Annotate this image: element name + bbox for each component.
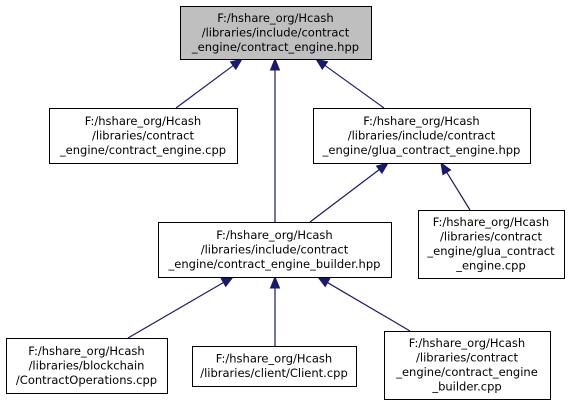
dependency-edge [127,282,224,339]
node-box[interactable] [192,346,357,387]
node-label-line: F:/hshare_org/Hcash [363,114,479,128]
node-label-line: _engine/contract_engine.cpp [59,143,226,157]
file-node[interactable]: F:/hshare_org/Hcash/libraries/blockchain… [6,338,168,394]
node-label-line: F:/hshare_org/Hcash [216,352,332,366]
arrowhead-icon [375,162,390,175]
file-node[interactable]: F:/hshare_org/Hcash/libraries/contract_e… [49,108,238,164]
node-label-line: _engine/contract_engine [395,365,538,379]
dependency-edge [327,282,411,332]
node-label-line: /libraries/include/contract [201,242,349,256]
node-box[interactable] [158,222,392,278]
root-node-box[interactable] [180,6,372,60]
node-box[interactable] [384,331,551,400]
arrowhead-icon [269,275,281,289]
node-label-line: F:/hshare_org/Hcash [85,114,201,128]
node-label-line: _engine.cpp [455,259,526,273]
file-node[interactable]: F:/hshare_org/Hcash/libraries/include/co… [180,6,372,60]
node-label-line: /libraries/contract [92,128,194,142]
dependency-edge [446,172,471,211]
file-node[interactable]: F:/hshare_org/Hcash/libraries/contract_e… [384,331,551,400]
arrowhead-icon [269,57,281,71]
nodes-layer: F:/hshare_org/Hcash/libraries/include/co… [6,6,565,400]
node-label-line: /libraries/contract [416,351,518,365]
node-label-line: /libraries/contract [440,230,542,244]
node-box[interactable] [49,108,238,164]
node-label-line: F:/hshare_org/Hcash [433,215,549,229]
node-label-line: F:/hshare_org/Hcash [28,344,144,358]
node-label-line: _engine/contract_engine.hpp [191,40,359,54]
node-label-line: _engine/glua_contract_engine.hpp [322,143,521,157]
dependency-edge [309,169,380,223]
node-label-line: /libraries/include/contract [348,128,496,142]
node-label-line: F:/hshare_org/Hcash [217,11,333,25]
node-label-line: /libraries/include/contract [202,25,350,39]
dependency-edge [175,65,234,109]
node-box[interactable] [6,338,168,394]
node-label-line: F:/hshare_org/Hcash [409,336,525,350]
node-box[interactable] [313,108,531,164]
node-label-line: /libraries/blockchain [29,358,145,372]
arrowhead-icon [440,161,452,176]
node-label-line: _builder.cpp [431,380,501,394]
arrowhead-icon [314,58,329,70]
node-label-line: F:/hshare_org/Hcash [216,228,332,242]
edges-layer [127,57,471,346]
file-node[interactable]: F:/hshare_org/Hcash/libraries/contract_e… [418,210,565,279]
node-box[interactable] [418,210,565,279]
arrowhead-icon [220,276,235,288]
arrowhead-icon [229,58,244,71]
file-node[interactable]: F:/hshare_org/Hcash/libraries/include/co… [313,108,531,164]
node-label-line: _engine/glua_contract [426,244,555,258]
dependency-edge [324,64,385,109]
arrowhead-icon [316,276,331,288]
node-label-line: /ContractOperations.cpp [16,373,157,387]
node-label-line: /libraries/client/Client.cpp [200,366,348,380]
file-node[interactable]: F:/hshare_org/Hcash/libraries/client/Cli… [192,346,357,387]
node-label-line: _engine/contract_engine_builder.hpp [168,257,381,271]
file-node[interactable]: F:/hshare_org/Hcash/libraries/include/co… [158,222,392,278]
